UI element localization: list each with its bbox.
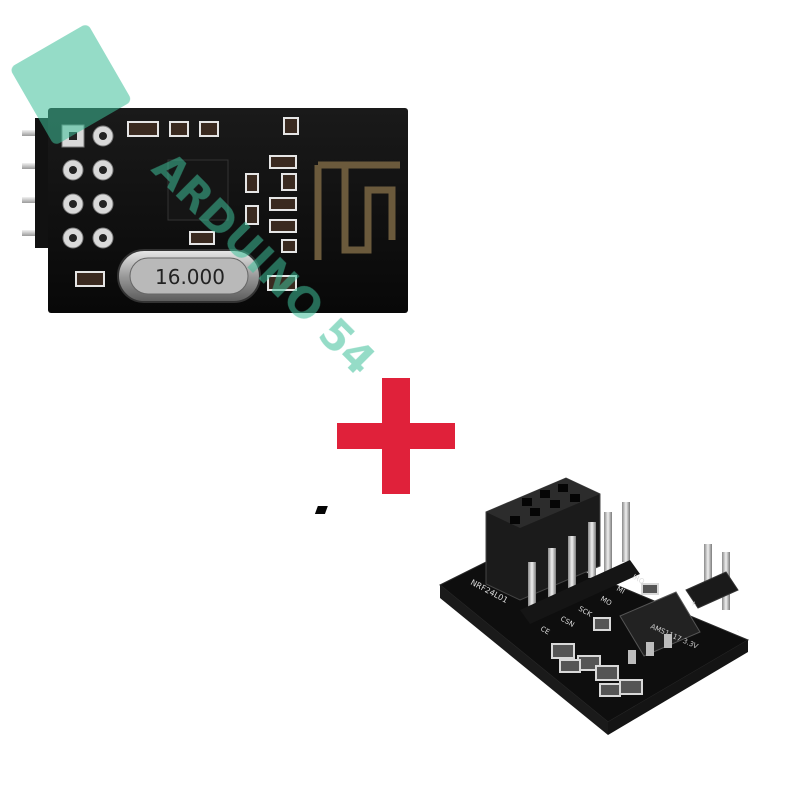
pcb-antenna xyxy=(314,161,400,260)
adapter-board: AMS1117 3.3V NRF24L01 xyxy=(314,477,750,735)
voltage-regulator: AMS1117 3.3V xyxy=(619,591,701,664)
pin-label-plus: + xyxy=(689,599,698,609)
plus-sign xyxy=(337,378,455,494)
nrf24l01-module: 16.000 xyxy=(22,108,408,313)
crystal-oscillator: 16.000 xyxy=(117,249,261,303)
rf-chip xyxy=(167,159,229,221)
power-pins xyxy=(685,544,739,610)
crystal-label: 16.000 xyxy=(155,265,225,289)
watermark-chip-icon xyxy=(11,25,131,144)
pin-label-mi: MI xyxy=(615,585,626,596)
smd-components xyxy=(75,117,299,291)
male-header-pins xyxy=(520,502,640,624)
pin-label-ce: CE xyxy=(539,625,551,637)
pin-label-minus: - xyxy=(735,627,742,635)
adapter-capacitors xyxy=(551,583,659,697)
